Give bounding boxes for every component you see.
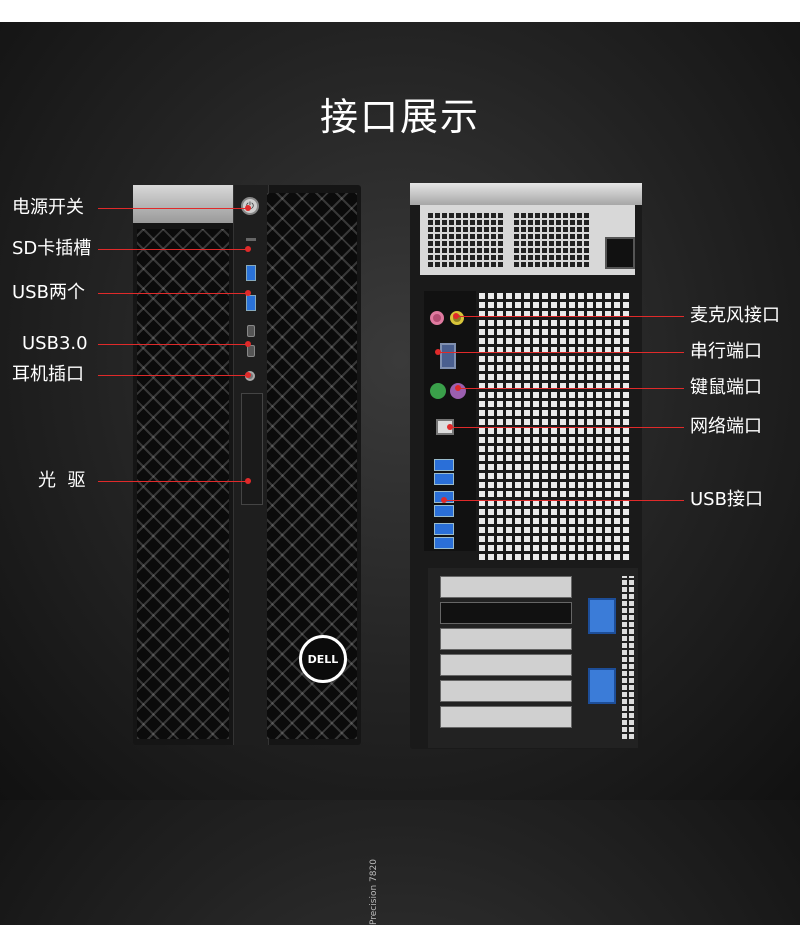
rear-usb-port (434, 473, 454, 485)
graphics-card-bracket (440, 602, 572, 624)
expansion-slot-cover (440, 628, 572, 650)
callout-dot (245, 290, 251, 296)
rear-usb-port (434, 459, 454, 471)
psu-vent (426, 211, 504, 269)
mic-jack (430, 311, 444, 325)
callout-dot (245, 341, 251, 347)
optical-drive-bay (241, 393, 263, 505)
callout-line (444, 500, 684, 501)
mouse-ps2-port (430, 383, 446, 399)
expansion-slot-cover (440, 654, 572, 676)
callout-dot (245, 205, 251, 211)
label-usb-two: USB两个 (12, 282, 85, 303)
callout-line (98, 208, 248, 209)
top-band (0, 0, 800, 22)
label-usb-rear: USB接口 (690, 489, 763, 510)
callout-line (98, 293, 248, 294)
dell-logo: DELL (299, 635, 347, 683)
callout-line (450, 427, 684, 428)
label-network: 网络端口 (690, 416, 762, 437)
label-headphone: 耳机插口 (12, 364, 84, 385)
callout-line (438, 352, 684, 353)
label-usb3: USB3.0 (22, 333, 88, 354)
callout-dot (245, 246, 251, 252)
sd-card-slot (246, 238, 256, 241)
label-sd-slot: SD卡插槽 (12, 238, 92, 259)
callout-line (98, 344, 248, 345)
front-usbc-port (247, 345, 255, 357)
rear-usb-port (434, 505, 454, 517)
callout-line (98, 481, 248, 482)
rear-ventilation-grill (476, 293, 632, 563)
callout-dot (245, 478, 251, 484)
slot-latch (588, 668, 616, 704)
model-text: Precision 7820 (369, 859, 379, 925)
power-inlet (605, 237, 635, 269)
label-optical-drive: 光 驱 (38, 470, 86, 491)
label-ps2: 键鼠端口 (690, 377, 762, 398)
page-title: 接口展示 (319, 95, 480, 139)
callout-line (98, 249, 248, 250)
psu-vent (512, 211, 590, 269)
label-serial: 串行端口 (690, 341, 762, 362)
front-usbc-port (247, 325, 255, 337)
expansion-slot-cover (440, 576, 572, 598)
front-tower-image: ⏻ DELL Precision 7820 (133, 185, 379, 925)
power-supply (420, 205, 635, 275)
callout-line (98, 375, 248, 376)
expansion-side-grill (620, 576, 636, 741)
front-left-grill (137, 229, 229, 739)
serial-port (440, 343, 456, 369)
callout-dot (245, 372, 251, 378)
front-usb-port (246, 295, 256, 311)
callout-line (456, 316, 684, 317)
front-usb-port (246, 265, 256, 281)
expansion-slot-cover (440, 706, 572, 728)
rear-usb-port (434, 523, 454, 535)
front-top-trim (133, 185, 233, 223)
rear-tower-image (410, 183, 642, 749)
expansion-slot-cover (440, 680, 572, 702)
expansion-slots (428, 568, 638, 748)
callout-line (458, 388, 684, 389)
slot-latch (588, 598, 616, 634)
label-mic: 麦克风接口 (690, 305, 780, 326)
keyboard-ps2-port (450, 383, 466, 399)
rear-top-cap (410, 183, 642, 205)
rear-usb-port (434, 537, 454, 549)
rear-io-panel (424, 291, 476, 551)
label-power-switch: 电源开关 (12, 197, 84, 218)
